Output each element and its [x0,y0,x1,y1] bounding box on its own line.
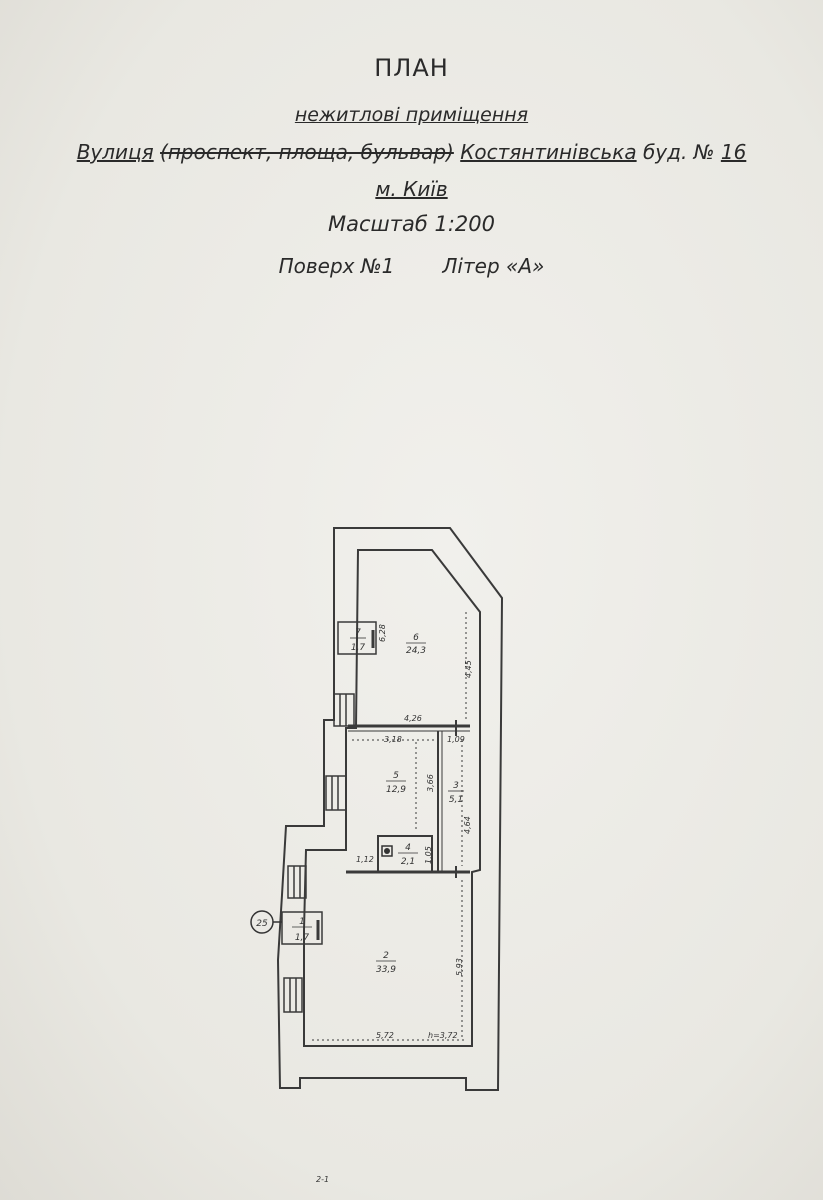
street-prefix: Вулиця [76,140,154,164]
plan-title: ПЛАН [374,54,449,82]
street-name: Костянтинівська [460,140,637,164]
building-label: буд. № [642,140,715,164]
floor-number: Поверх №1 [278,254,395,278]
dim-4-64: 4,64 [463,816,472,834]
dim-3-18: 3,18 [384,735,402,744]
city: м. Київ [375,177,448,201]
room-1-number: 1 [299,917,305,927]
room-6-number: 6 [413,633,419,643]
inner-wall [303,549,481,1047]
room-4-outline [377,835,433,873]
dim-h-3-72: h=3,72 [428,1031,458,1040]
dim-4-45: 4,45 [464,660,473,678]
room-5-area: 12,9 [386,785,406,795]
dim-4-26: 4,26 [404,714,422,723]
dim-5-93: 5,93 [455,958,464,976]
room-7-area: 1,7 [351,643,366,653]
marker-number: 25 [256,919,268,929]
dim-6-28: 6,28 [378,624,387,642]
room-1-area: 1,7 [295,933,310,943]
room-3-area: 5,1 [449,795,463,805]
outer-wall [276,527,504,1091]
dim-1-12: 1,12 [356,855,374,864]
room-2-number: 2 [383,951,389,961]
dim-5-72: 5,72 [376,1031,394,1040]
premises-type: нежитлові приміщення [294,104,529,126]
room-7-outline [337,621,377,655]
dim-1-09: 1,09 [447,735,465,744]
dim-1-05: 1,05 [424,846,433,864]
building-number: 16 [720,140,747,164]
footer-mark: 2-1 [316,1175,329,1184]
room-2-area: 33,9 [376,965,396,975]
floor-line: Поверх №1 Літер «А» [0,254,823,278]
stairs [283,693,355,1013]
room-6-area: 24,3 [406,646,426,656]
scale: Масштаб 1:200 [328,212,495,236]
room-5-number: 5 [393,771,399,781]
room-7-number: 7 [355,628,361,638]
room-4-area: 2,1 [401,857,415,867]
street-line: Вулиця (проспект, площа, бульвар) Костян… [0,140,823,164]
room-4-number: 4 [405,843,411,853]
street-struck-types: (проспект, площа, бульвар) [160,140,454,164]
building-letter: Літер «А» [442,254,545,278]
dim-3-66: 3,66 [426,774,435,792]
room-3-number: 3 [453,781,459,791]
room-1-outline [281,911,323,945]
toilet-icon [381,845,393,857]
